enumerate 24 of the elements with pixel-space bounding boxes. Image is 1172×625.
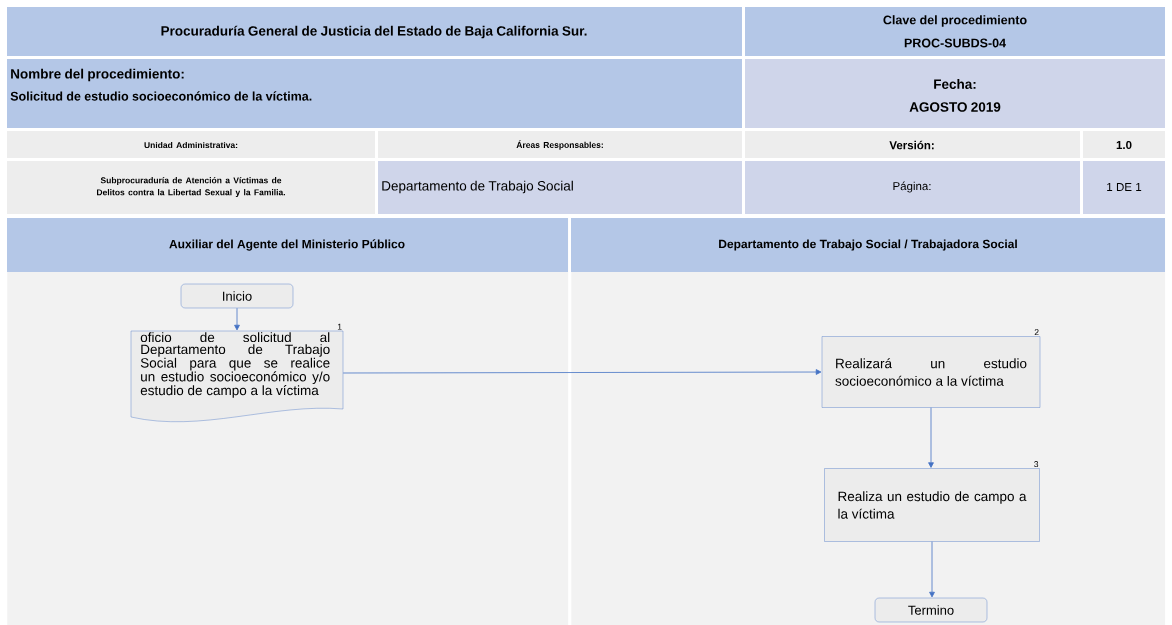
arrow [929,541,935,598]
table-cell: 1 DE 1 [1083,161,1165,214]
table-cell: Clave del procedimiento PROC-SUBDS-04 [745,7,1165,56]
table-cell: Fecha: AGOSTO 2019 [745,59,1165,128]
table-cell: Página: [745,161,1080,214]
table-cell: Departamento de Trabajo Social [378,161,742,214]
table-cell: Versión: [745,131,1080,158]
process-box: Realizará un estudio socioeconómico a la víctima 2 [821,329,1041,408]
table-cell: Subprocuraduría de Atención a Víctimas de Delitos contra la Libertad Sexual y la Familia. [7,161,375,214]
table-cell: Unidad Administrativa: [7,131,375,158]
arrow [234,307,240,331]
table-cell: 1.0 [1083,131,1165,158]
node-label: 1 [337,323,342,330]
document-box: oficio de solicitud al Departamento de Trabajo Social para que se realice un estudio socioeconómico y/o estudio de campo a la víctima 1 [130,323,344,422]
table-cell: Áreas Responsables: [378,131,742,158]
node-label: 2 [1034,329,1039,336]
node-label: 3 [1034,461,1039,468]
table-cell: Procuraduría General de Justicia del Estado de Baja California Sur. [7,7,742,56]
arrow [342,369,822,375]
table-cell: Nombre del procedimiento: Solicitud de estudio socioeconómico de la víctima. [7,59,742,128]
terminal-box: Termino [874,597,988,623]
arrow [928,407,934,468]
terminal-box: Inicio [180,283,294,309]
process-box: Realiza un estudio de campo a la víctima 3 [824,461,1040,542]
